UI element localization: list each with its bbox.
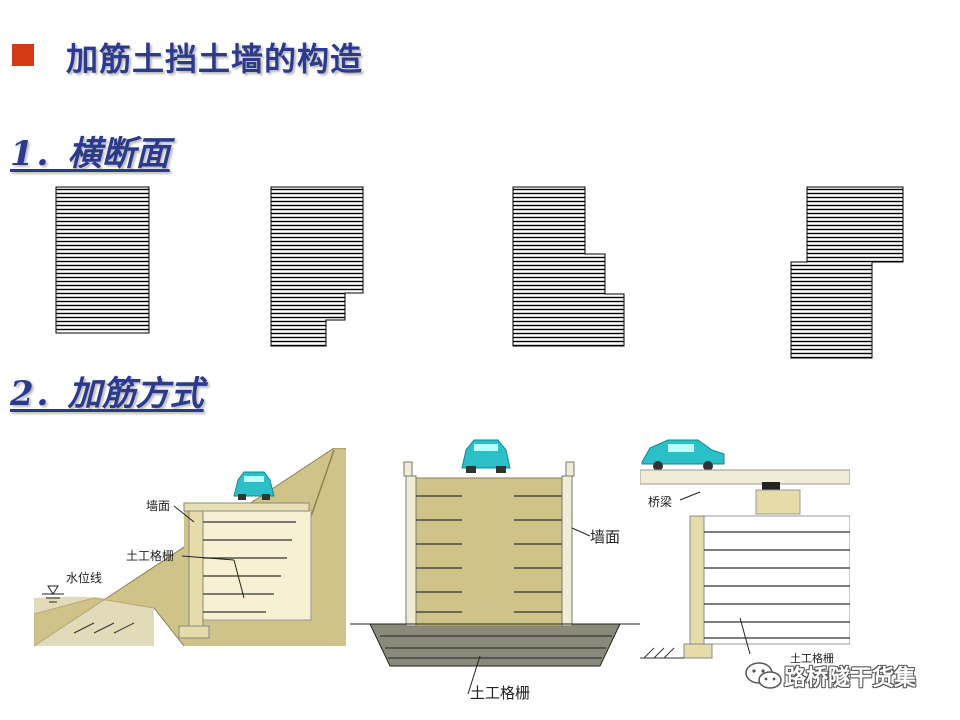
right-facing	[561, 475, 573, 627]
section-heading-reinforcement: 2．加筋方式	[10, 374, 204, 414]
water-body	[34, 596, 154, 646]
reinforced-fill	[198, 509, 312, 621]
shape-step-up	[512, 186, 625, 347]
wall-label: 墙面	[146, 499, 170, 513]
reinforced-fill	[699, 515, 850, 645]
wall-facing	[689, 515, 705, 647]
reinforced-fill	[413, 477, 565, 627]
geogrid-label: 土工格栅	[470, 684, 530, 702]
car-icon	[233, 471, 275, 500]
water-level-icon	[42, 585, 64, 603]
section-heading-cross-section: 1．横断面	[10, 134, 170, 174]
car-icon	[461, 439, 511, 473]
left-facing	[405, 475, 417, 627]
wall-facing	[188, 509, 204, 631]
shape-offset	[790, 186, 904, 359]
wall-label: 墙面	[590, 528, 620, 546]
watermark: 路桥隧干货集	[744, 660, 916, 692]
bullet-square	[12, 44, 34, 66]
wechat-icon	[745, 662, 782, 689]
cross-section-shapes	[55, 186, 904, 359]
foundation-base	[369, 623, 621, 667]
car-icon	[641, 439, 725, 471]
diagram-riverside-wall: 墙面 土工格栅 水位线	[34, 448, 346, 646]
geogrid-label: 土工格栅	[126, 548, 174, 563]
geogrid-label: 土工格栅	[790, 651, 834, 665]
shape-rectangle	[55, 186, 150, 334]
watermark-text: 路桥隧干货集	[784, 666, 917, 691]
bridge-label: 桥梁	[648, 494, 672, 509]
abutment	[755, 489, 801, 515]
water-level-label: 水位线	[66, 570, 102, 585]
bridge-deck	[640, 469, 850, 485]
page-title: 加筋土挡土墙的构造	[66, 40, 364, 78]
diagram-double-wall: 墙面 土工格栅	[350, 436, 640, 702]
diagram-bridge-abutment: 桥梁 土工格栅	[640, 436, 850, 666]
shape-step-down	[270, 186, 364, 347]
